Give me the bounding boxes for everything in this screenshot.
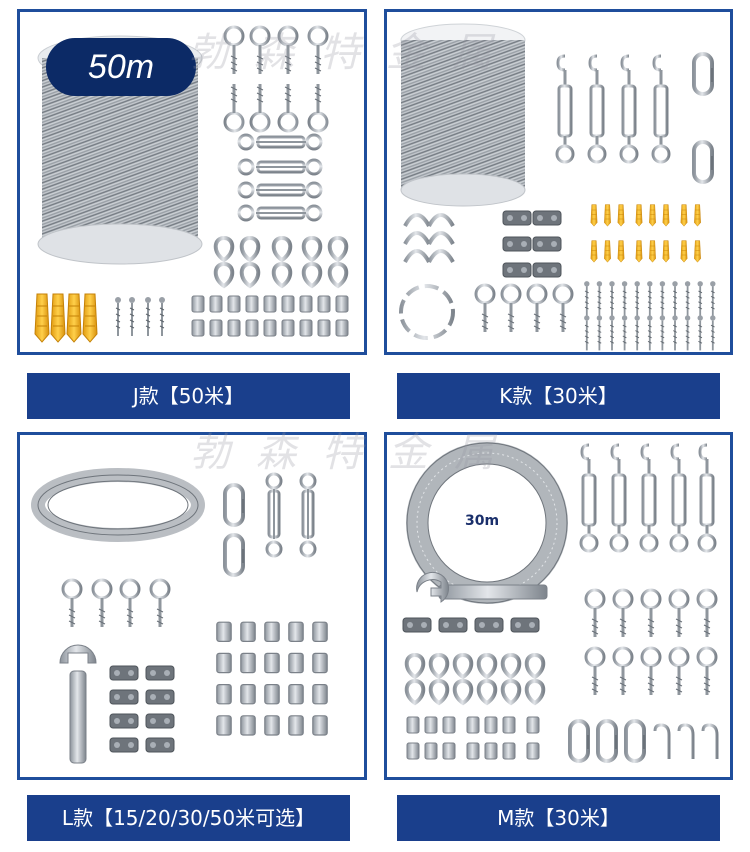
panel-m-photo [402, 442, 719, 763]
panel-m-label: M款【30米】 [397, 795, 720, 841]
panel-j: 50m [17, 9, 367, 355]
length-badge: 50m [46, 38, 196, 96]
panel-l [17, 432, 367, 780]
watermark-middle: 勃森特金属 [190, 430, 520, 476]
panel-l-photo [31, 468, 328, 764]
panel-k [384, 9, 733, 355]
watermark-top: 勃森特金属 [188, 30, 518, 76]
panel-j-label: J款【50米】 [27, 373, 350, 419]
panel-m: 30m [384, 432, 733, 780]
panel-l-label: L款【15/20/30/50米可选】 [27, 795, 350, 841]
panel-k-photo [399, 23, 717, 352]
spool-length-text: 30m [465, 513, 500, 529]
panel-k-label: K款【30米】 [397, 373, 720, 419]
